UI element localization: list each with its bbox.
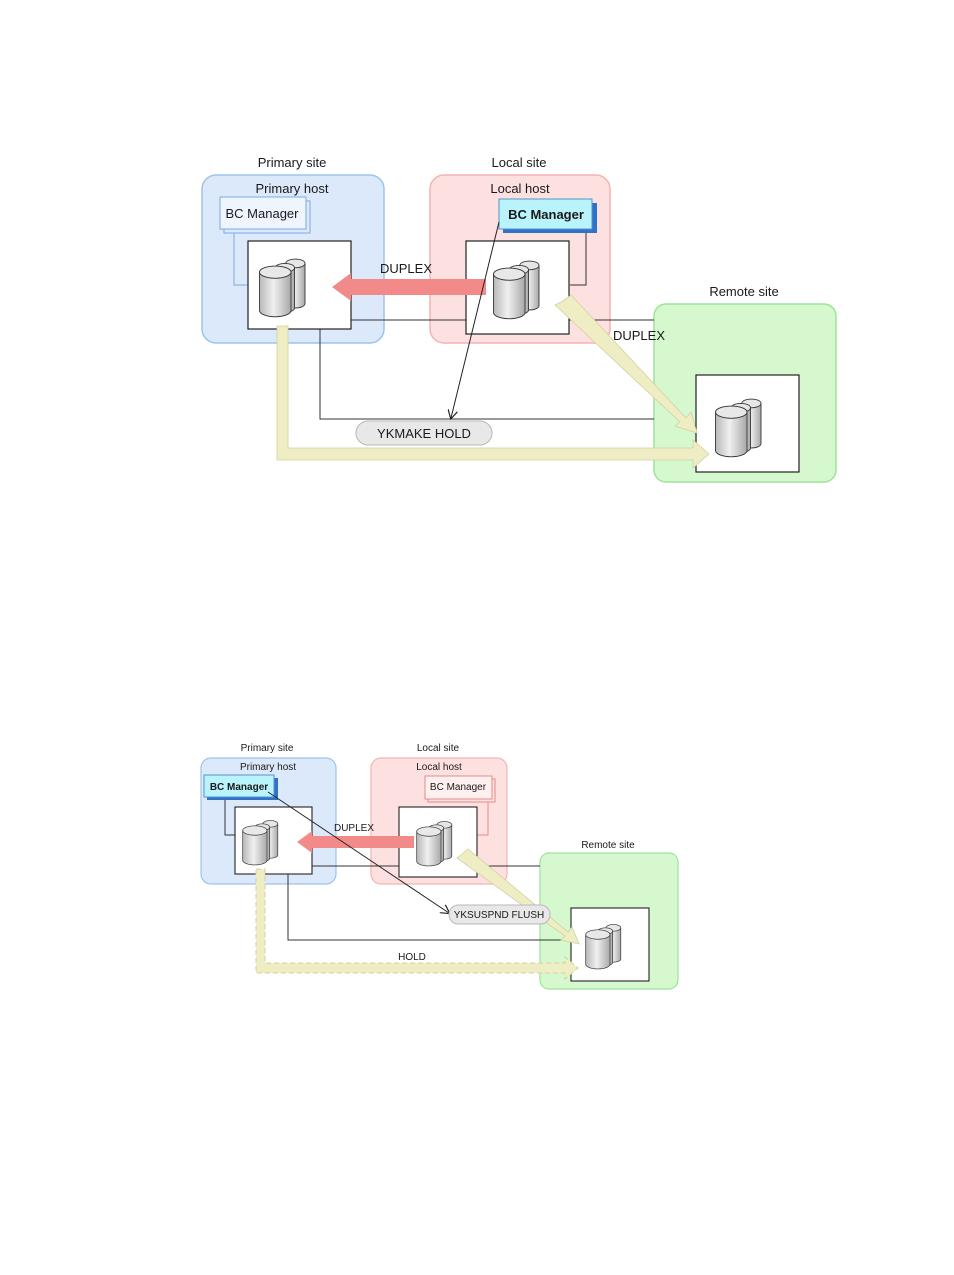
primary-site-label: Primary site: [258, 155, 327, 170]
bc-manager-label: BC Manager: [226, 206, 300, 221]
primary-site-label: Primary site: [241, 743, 294, 754]
bc-manager-active-label: BC Manager: [210, 782, 268, 793]
disk-stack-icon: [243, 820, 278, 865]
duplex-label: DUPLEX: [613, 328, 665, 343]
local-site-label: Local site: [417, 743, 460, 754]
disk-stack-icon: [716, 399, 762, 457]
command-label: YKSUSPND FLUSH: [454, 910, 545, 921]
disk-stack-icon: [494, 261, 540, 319]
duplex-label: DUPLEX: [380, 261, 432, 276]
remote-site-label: Remote site: [581, 840, 635, 851]
bc-manager-active-label: BC Manager: [508, 207, 584, 222]
diagram-1: Primary site Primary host Local site Loc…: [202, 155, 836, 482]
local-site-label: Local site: [492, 155, 547, 170]
command-label: YKMAKE HOLD: [377, 426, 471, 441]
hold-label: HOLD: [398, 952, 426, 963]
primary-remote-arrow: [277, 326, 709, 468]
remote-site-label: Remote site: [709, 284, 778, 299]
diagram-2: Primary site Primary host Local site Loc…: [201, 743, 678, 989]
local-host-label: Local host: [490, 181, 550, 196]
duplex-label: DUPLEX: [334, 823, 374, 834]
primary-host-label: Primary host: [256, 181, 329, 196]
local-host-label: Local host: [416, 762, 462, 773]
primary-host-label: Primary host: [240, 762, 296, 773]
disk-stack-icon: [586, 924, 621, 969]
disk-stack-icon: [417, 821, 452, 866]
bc-manager-label: BC Manager: [430, 782, 487, 793]
disk-stack-icon: [260, 259, 306, 317]
